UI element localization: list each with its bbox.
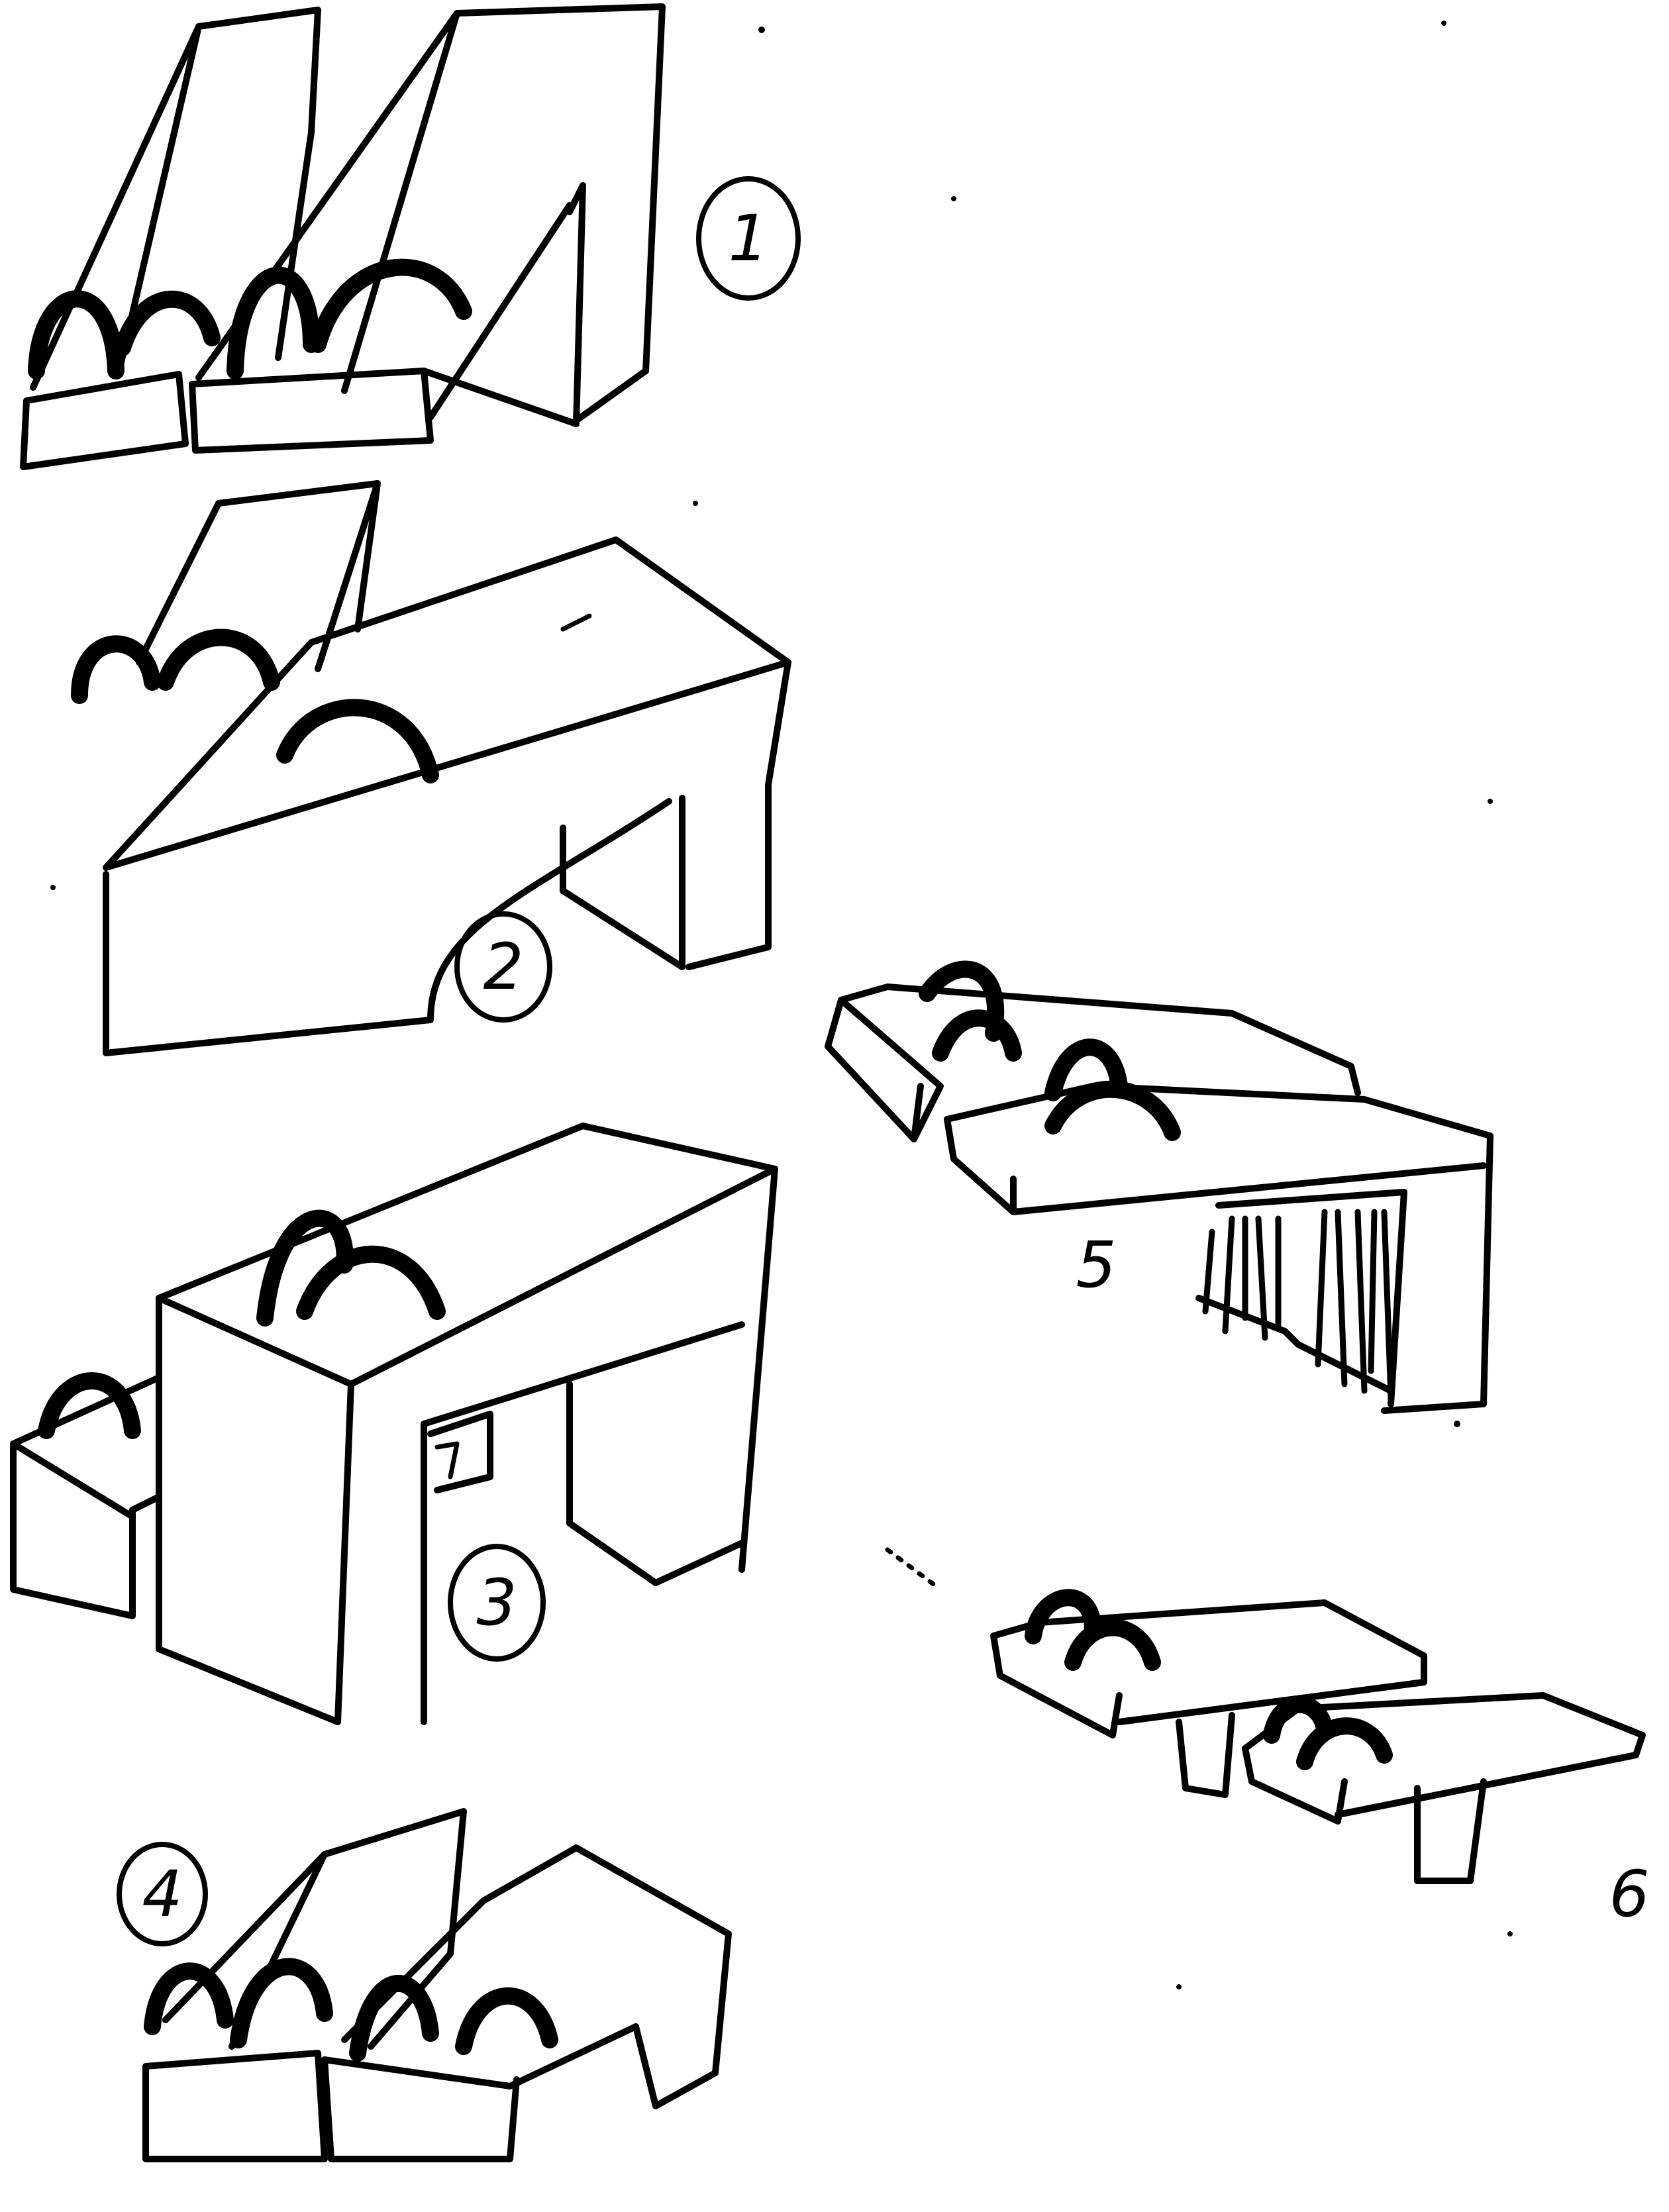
label-5: 5 [1076,1233,1116,1297]
sketch-1-twin-wedges [23,7,662,467]
sketch-2-wedge-with-bar [79,483,788,1053]
label-6: 6 [1609,1862,1649,1926]
sketch-3-gateway-block [13,1126,775,1722]
label-circles [119,179,798,1944]
sketch-6-raised-slabs [887,1550,1643,1881]
label-4: 4 [142,1862,182,1926]
sketch-4-paired-wedges [146,1811,729,2159]
label-2: 2 [483,935,523,999]
label-1: 1 [728,207,768,270]
label-3: 3 [476,1571,517,1634]
sketch-5-stacked-slabs [828,970,1490,1411]
